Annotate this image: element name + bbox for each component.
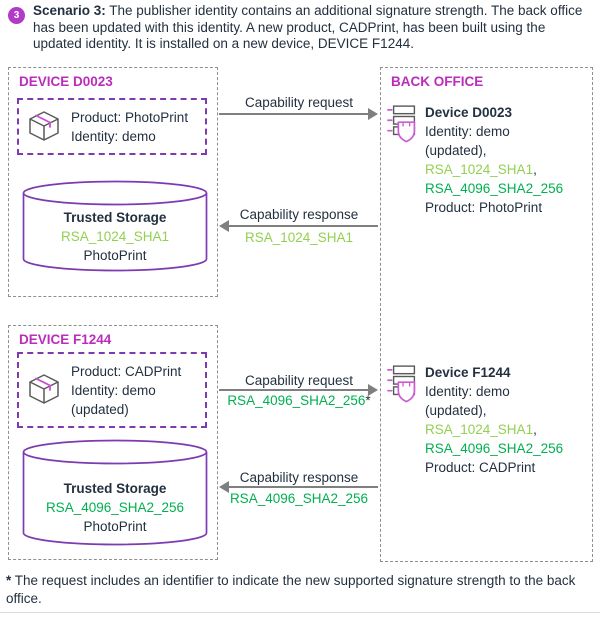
- bo-device-product: Product: PhotoPrint: [425, 200, 543, 215]
- storage-title: Trusted Storage: [63, 481, 167, 496]
- bo-device-identity-updated: (updated),: [425, 143, 487, 158]
- device-f1244-box: DEVICE F1244 Product: CADPrint Identity:…: [8, 325, 218, 560]
- capability-request-label-1: Capability request: [244, 95, 354, 110]
- device-d0023-box: DEVICE D0023 Product: PhotoPrint Identit…: [8, 67, 218, 297]
- capability-request-label-2: Capability request: [244, 373, 354, 388]
- bo-device-name: Device D0023: [425, 105, 513, 120]
- trusted-storage-f1244: Trusted Storage RSA_4096_SHA2_256 PhotoP…: [22, 439, 208, 546]
- footnote: * The request includes an identifier to …: [6, 572, 592, 607]
- device-d0023-title: DEVICE D0023: [19, 74, 113, 89]
- scenario-title: Scenario 3:: [33, 3, 106, 18]
- bo-signature-1-separator: ,: [533, 162, 537, 177]
- product-cadprint-box: Product: CADPrint Identity: demo (update…: [17, 352, 207, 428]
- package-icon: [29, 110, 59, 141]
- back-office-device-info: Device F1244 Identity: demo (updated), R…: [425, 363, 587, 477]
- package-icon: [29, 374, 59, 404]
- bottom-divider: [0, 612, 600, 613]
- storage-title: Trusted Storage: [63, 210, 167, 225]
- product-info: Product: PhotoPrint Identity: demo: [71, 108, 188, 146]
- request-signature-value: RSA_4096_SHA2_256: [227, 393, 366, 408]
- back-office-box: BACK OFFICE Device D0023 Identity:: [380, 67, 593, 562]
- device-registry-shield-icon: [387, 365, 416, 403]
- bo-signature-2: RSA_4096_SHA2_256: [425, 441, 564, 456]
- back-office-device-info: Device D0023 Identity: demo (updated), R…: [425, 103, 587, 217]
- storage-signature: RSA_4096_SHA2_256: [45, 500, 185, 515]
- product-identity: Identity: demo: [71, 128, 156, 144]
- storage-product: PhotoPrint: [83, 248, 147, 263]
- arrow-head-left-icon: [219, 481, 229, 493]
- capability-request-arrow-1: [219, 113, 370, 115]
- footnote-marker: *: [6, 573, 12, 588]
- product-photoprint-box: Product: PhotoPrint Identity: demo: [17, 98, 207, 155]
- bo-signature-1-line: RSA_1024_SHA1,: [425, 420, 587, 439]
- bo-signature-1: RSA_1024_SHA1: [425, 162, 534, 177]
- product-name: Product: PhotoPrint: [71, 109, 189, 125]
- product-identity-updated: (updated): [71, 401, 129, 417]
- footnote-asterisk: *: [365, 393, 371, 408]
- product-name: Product: CADPrint: [71, 363, 182, 379]
- capability-response-arrow-2: [228, 486, 378, 488]
- scenario-text: The publisher identity contains an addit…: [33, 3, 583, 51]
- back-office-title: BACK OFFICE: [391, 74, 484, 89]
- bo-signature-1-line: RSA_1024_SHA1,: [425, 160, 587, 179]
- storage-product: PhotoPrint: [83, 519, 147, 534]
- device-f1244-title: DEVICE F1244: [19, 332, 112, 347]
- storage-signature: RSA_1024_SHA1: [60, 229, 170, 244]
- back-office-entry-f1244: Device F1244 Identity: demo (updated), R…: [381, 363, 592, 477]
- trusted-storage-d0023: Trusted Storage RSA_1024_SHA1 PhotoPrint: [22, 180, 208, 272]
- bo-signature-1: RSA_1024_SHA1: [425, 422, 534, 437]
- footnote-text: The request includes an identifier to in…: [6, 573, 576, 606]
- bo-device-identity: Identity: demo: [425, 384, 510, 399]
- arrow-head-right-icon: [368, 108, 378, 120]
- storage-content: Trusted Storage RSA_1024_SHA1 PhotoPrint: [22, 180, 208, 265]
- product-info: Product: CADPrint Identity: demo (update…: [71, 362, 181, 419]
- capability-request-signature-2: RSA_4096_SHA2_256*: [211, 392, 387, 409]
- scenario-number-badge: 3: [8, 7, 25, 24]
- bo-device-identity: Identity: demo: [425, 124, 510, 139]
- storage-content: Trusted Storage RSA_4096_SHA2_256 PhotoP…: [22, 439, 208, 536]
- device-registry-shield-icon: [387, 105, 416, 143]
- scenario-description: Scenario 3: The publisher identity conta…: [33, 3, 589, 53]
- bo-signature-1-separator: ,: [533, 422, 537, 437]
- storage-cylinder-icon: [22, 439, 208, 546]
- capability-response-signature-1: RSA_1024_SHA1: [244, 230, 354, 245]
- storage-cylinder-icon: [22, 180, 208, 272]
- product-identity: Identity: demo: [71, 382, 156, 398]
- bo-device-identity-updated: (updated),: [425, 403, 487, 418]
- capability-response-label-1: Capability response: [239, 207, 359, 222]
- capability-response-signature-2: RSA_4096_SHA2_256: [229, 491, 369, 506]
- bo-signature-2: RSA_4096_SHA2_256: [425, 181, 564, 196]
- capability-request-arrow-2: [219, 389, 370, 391]
- back-office-entry-d0023: Device D0023 Identity: demo (updated), R…: [381, 103, 592, 217]
- arrow-head-right-icon: [368, 384, 378, 396]
- capability-response-arrow-1: [228, 225, 378, 227]
- arrow-head-left-icon: [219, 220, 229, 232]
- bo-device-name: Device F1244: [425, 365, 511, 380]
- bo-device-product: Product: CADPrint: [425, 460, 536, 475]
- capability-response-label-2: Capability response: [239, 470, 359, 485]
